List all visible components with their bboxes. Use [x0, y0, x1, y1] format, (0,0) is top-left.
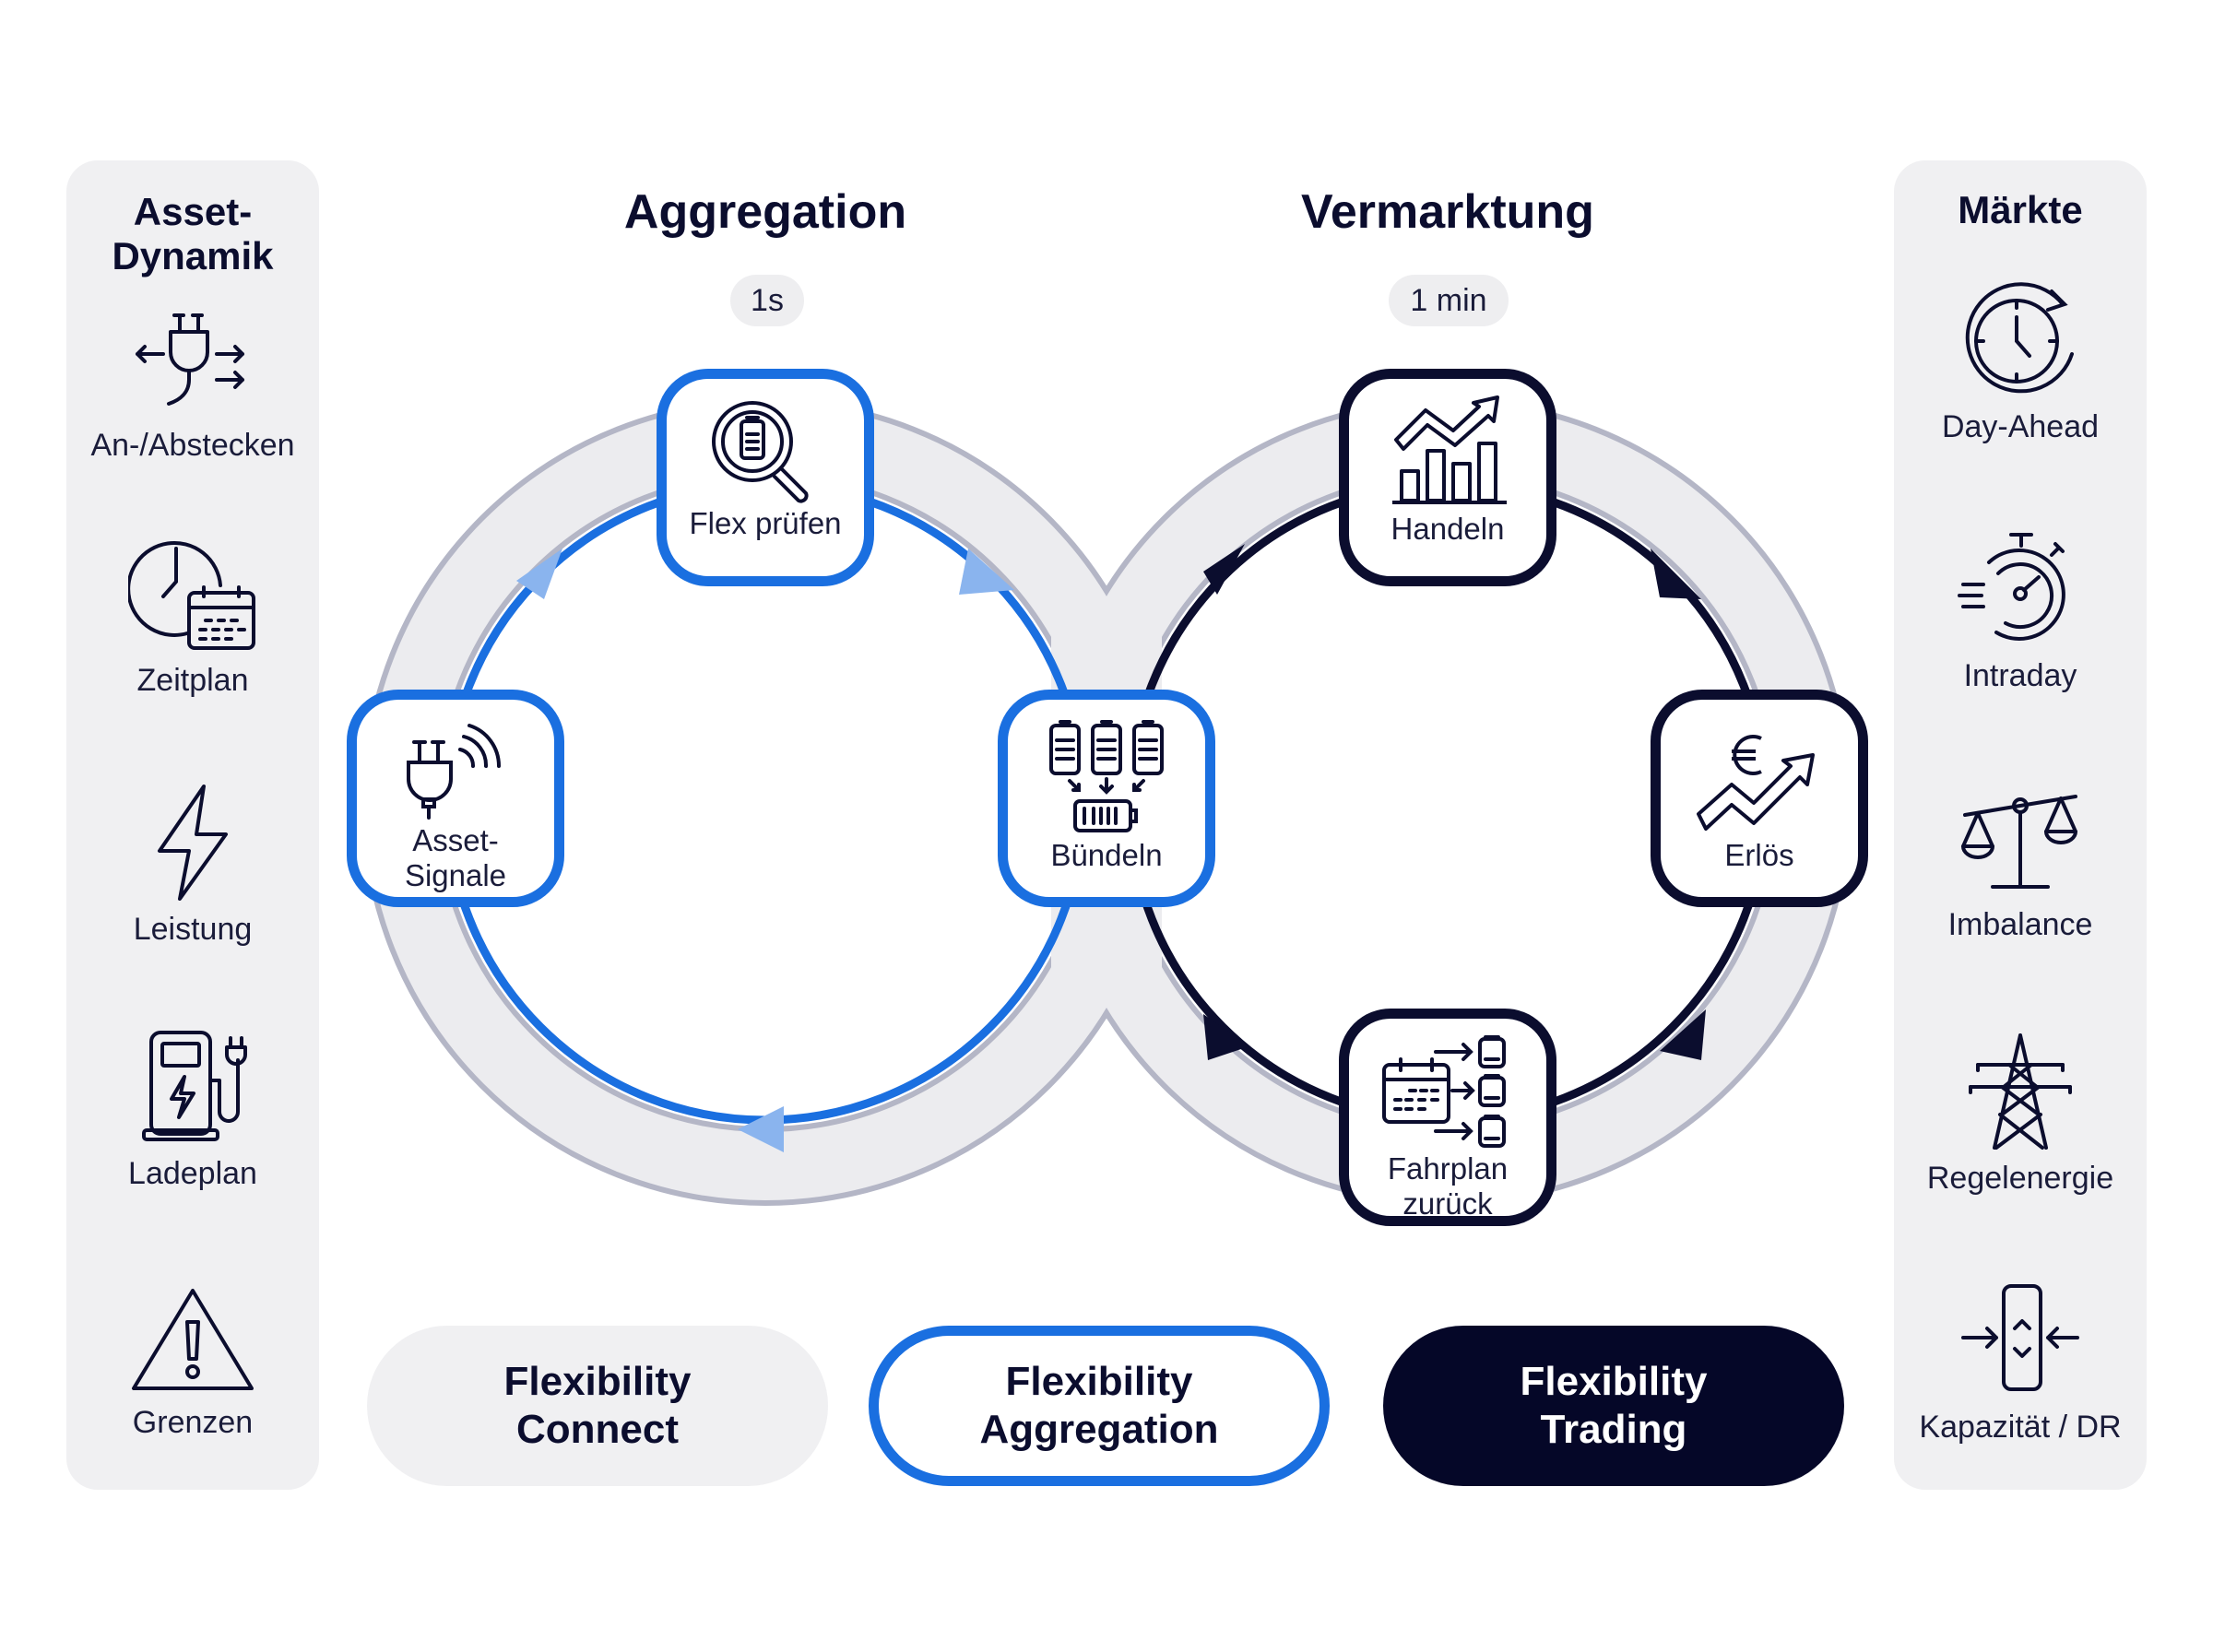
product-label-line2: Connect [515, 1407, 679, 1452]
panel-title-line1: Asset- [133, 190, 253, 233]
arrow-head-mkt-2 [1651, 549, 1701, 599]
asset-dynamik-panel: Asset- Dynamik An-/Abstecken Zeitplan Le… [66, 160, 319, 1490]
product-flexibility-connect[interactable]: Flexibility Connect [367, 1326, 828, 1486]
panel-item-ladeplan: Ladeplan [66, 1027, 319, 1192]
section-title-vermarktung: Vermarktung [1301, 185, 1594, 239]
node-label: Handeln [1391, 512, 1505, 546]
node-asset-signale[interactable]: Asset- Signale [347, 690, 564, 907]
node-label-line1: Asset- [412, 823, 499, 857]
clock-calendar-icon [128, 540, 255, 650]
arrow-head-mkt-1 [1203, 544, 1245, 595]
panel-item-intraday: Intraday [1894, 529, 2147, 694]
node-buendeln[interactable]: Bündeln [998, 690, 1215, 907]
panel-item-kapazitaet-dr: Kapazität / DR [1894, 1280, 2147, 1446]
panel-item-imbalance: Imbalance [1894, 778, 2147, 943]
product-label-line1: Flexibility [503, 1359, 692, 1404]
euro-trend-icon [1697, 735, 1815, 831]
node-label-line2: Signale [404, 858, 507, 892]
interval-badge-vermarktung: 1 min [1389, 275, 1509, 326]
panel-item-label: Grenzen [132, 1405, 254, 1440]
panel-item-label: Day-Ahead [1941, 409, 2100, 444]
panel-item-label: Zeitplan [136, 663, 249, 698]
node-label: Erlös [1724, 838, 1794, 872]
plug-signal-icon [407, 724, 502, 820]
panel-item-label: Kapazität / DR [1919, 1410, 2122, 1445]
clock-cycle-icon [1965, 282, 2074, 394]
panel-item-label: Regelenergie [1926, 1161, 2114, 1196]
product-flexibility-aggregation[interactable]: Flexibility Aggregation [869, 1326, 1330, 1486]
bar-chart-trend-icon [1392, 395, 1507, 504]
panel-title-maerkte: Märkte [1958, 188, 2083, 231]
battery-search-icon [712, 401, 809, 503]
arrow-head-agg-1 [516, 549, 562, 599]
panel-item-label: Leistung [133, 912, 253, 947]
node-label-line2: zurück [1402, 1186, 1493, 1221]
panel-title-asset-dynamik: Asset- Dynamik [66, 190, 319, 278]
maerkte-panel: Märkte Day-Ahead Intraday [1894, 160, 2147, 1490]
product-label-line2: Aggregation [979, 1407, 1219, 1452]
panel-item-leistung: Leistung [66, 783, 319, 948]
arrow-head-agg-3 [738, 1106, 784, 1152]
panel-item-day-ahead: Day-Ahead [1894, 280, 2147, 445]
node-label-line1: Fahrplan [1387, 1151, 1509, 1186]
panel-item-regelenergie: Regelenergie [1894, 1032, 2147, 1197]
capacity-compress-icon [1961, 1284, 2079, 1391]
product-label-line1: Flexibility [1520, 1359, 1708, 1404]
panel-item-label: Imbalance [1947, 907, 2093, 942]
node-handeln[interactable]: Handeln [1339, 369, 1556, 586]
section-title-aggregation: Aggregation [623, 185, 907, 239]
warning-triangle-icon [132, 1289, 254, 1390]
power-tower-icon [1969, 1033, 2072, 1150]
panel-item-label: Ladeplan [128, 1156, 257, 1191]
node-fahrplan-zurueck[interactable]: Fahrplan zurück [1339, 1009, 1556, 1226]
arrow-head-agg-2 [959, 549, 1014, 595]
stopwatch-icon [1958, 533, 2065, 641]
calendar-dispatch-icon [1382, 1035, 1506, 1148]
node-flex-pruefen[interactable]: Flex prüfen [657, 369, 874, 586]
node-label: Flex prüfen [689, 506, 842, 540]
lightning-icon [158, 785, 228, 901]
panel-item-label: An-/Abstecken [90, 428, 295, 463]
charging-station-icon [142, 1031, 247, 1141]
node-label: Bündeln [1050, 838, 1163, 872]
interval-badge-aggregation: 1s [730, 275, 804, 326]
arrow-head-mkt-4 [1203, 1014, 1249, 1060]
product-label-line2: Trading [1540, 1407, 1687, 1452]
panel-title-line2: Dynamik [112, 234, 274, 277]
product-label-line1: Flexibility [1005, 1359, 1193, 1404]
scale-icon [1961, 795, 2077, 889]
plug-arrows-icon [136, 313, 244, 406]
battery-bundle-icon [1049, 720, 1164, 832]
node-erloes[interactable]: Erlös [1651, 690, 1868, 907]
product-flexibility-trading[interactable]: Flexibility Trading [1383, 1326, 1844, 1486]
panel-item-label: Intraday [1963, 658, 2077, 693]
arrow-head-mkt-3 [1660, 1009, 1706, 1060]
panel-item-an-abstecken: An-/Abstecken [66, 308, 319, 464]
panel-item-grenzen: Grenzen [66, 1285, 319, 1441]
panel-item-zeitplan: Zeitplan [66, 534, 319, 699]
